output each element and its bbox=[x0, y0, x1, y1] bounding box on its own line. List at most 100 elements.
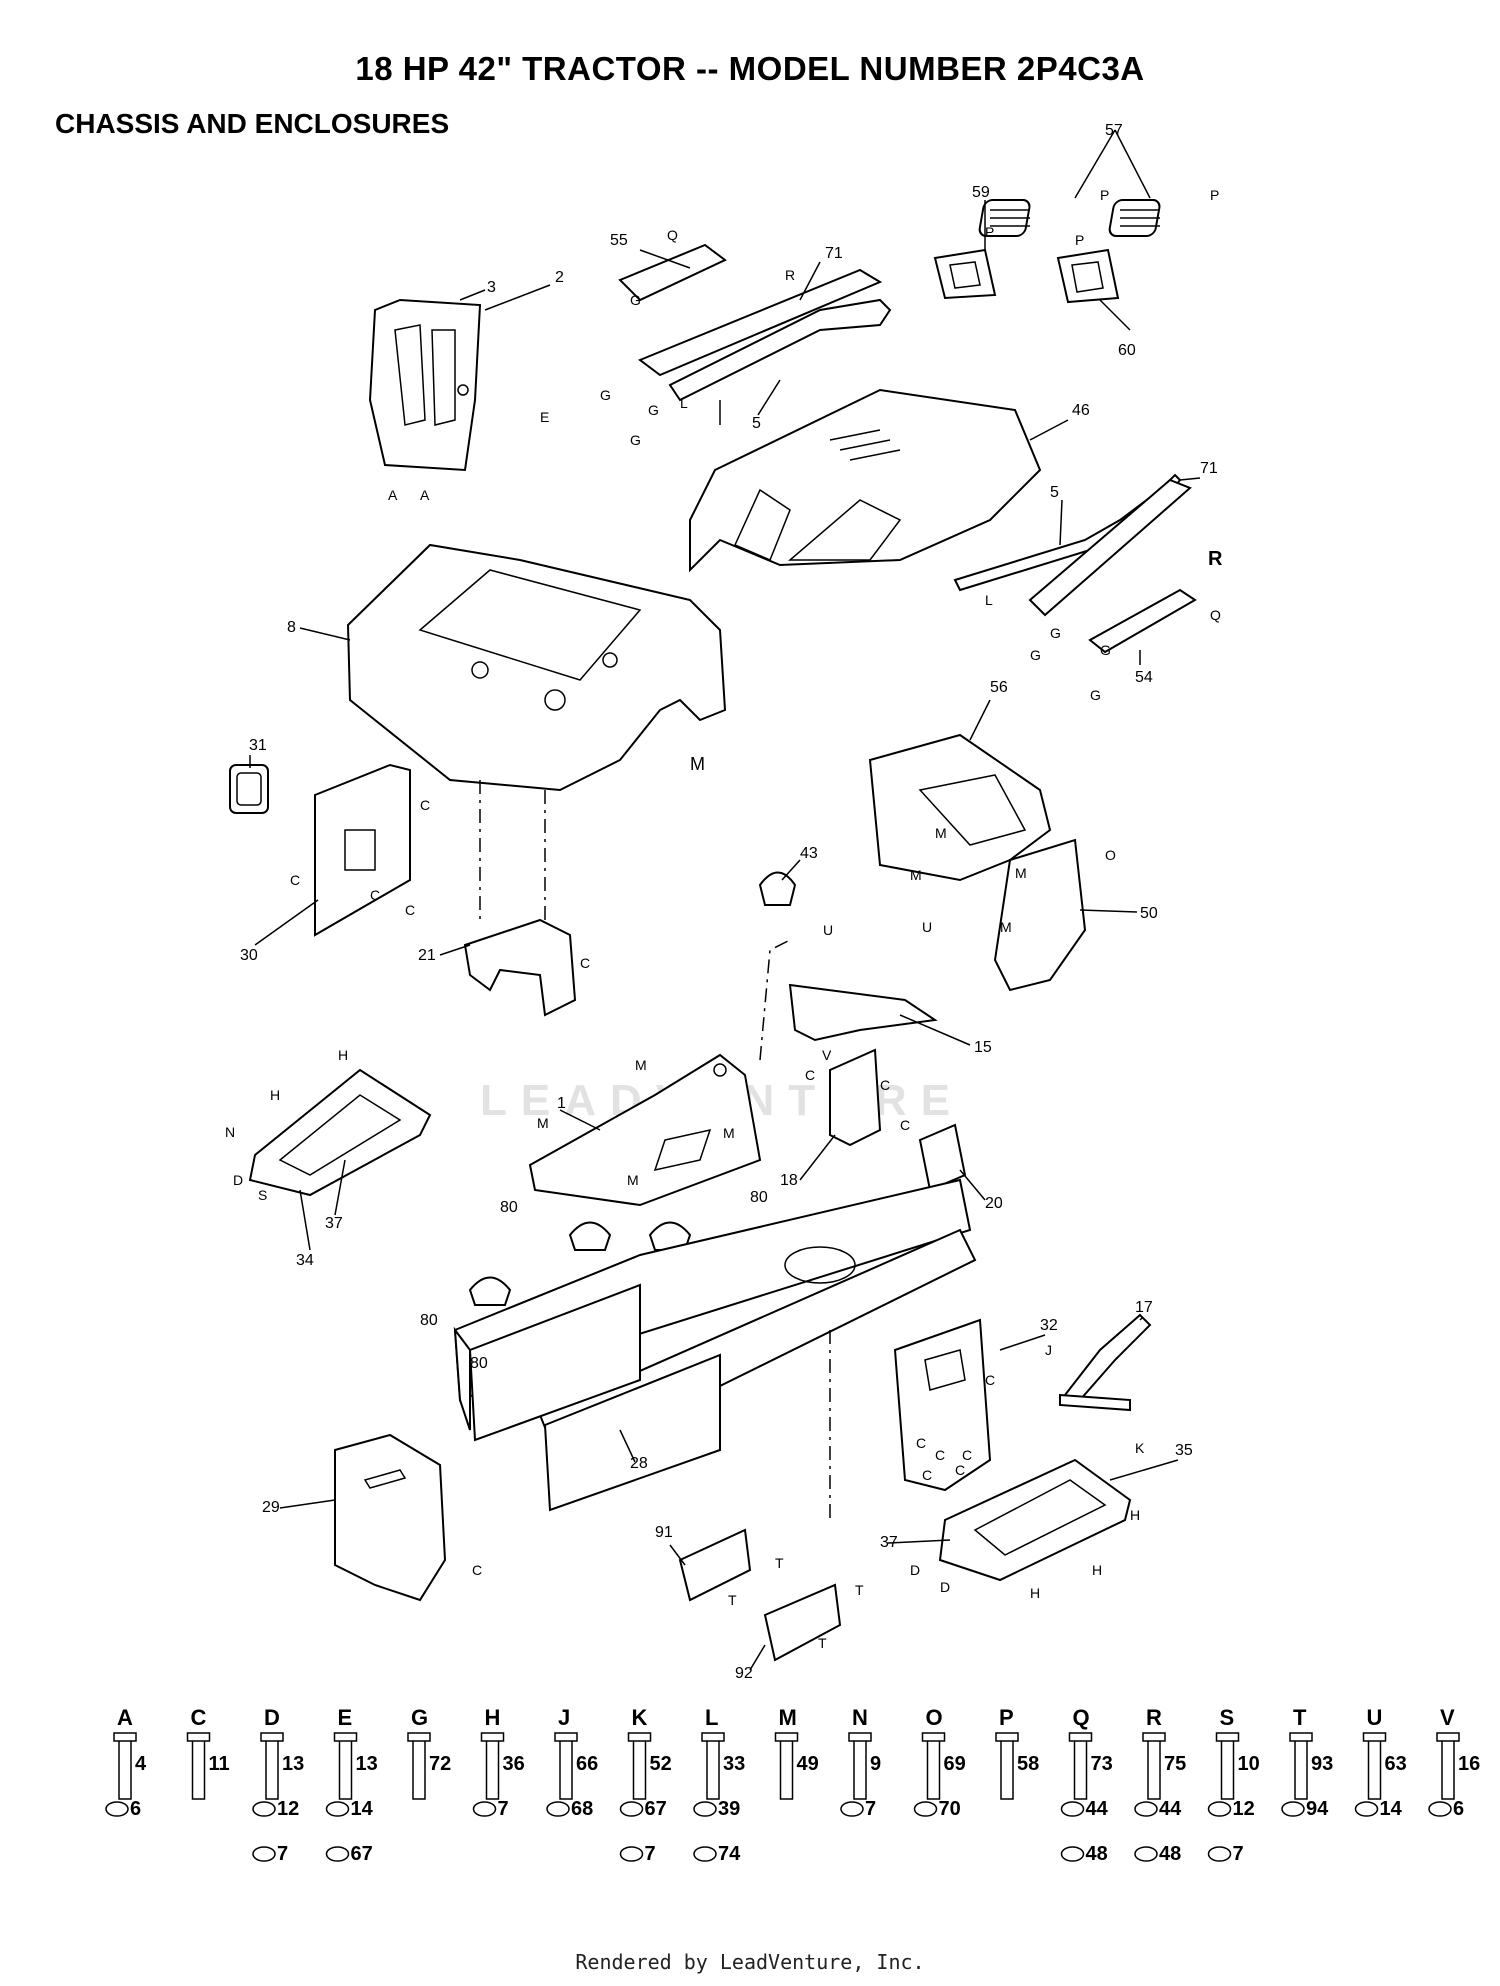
callout-labels: 57 59 60 55 71 5 3 2 46 71 5 54 8 31 56 … bbox=[240, 122, 1218, 1682]
washer-nut-icon bbox=[1134, 1801, 1158, 1817]
svg-text:G: G bbox=[1100, 642, 1111, 658]
svg-text:C: C bbox=[370, 887, 380, 903]
hardware-part-number: 14 bbox=[351, 1798, 374, 1820]
hardware-part-number: 49 bbox=[797, 1753, 819, 1775]
svg-text:T: T bbox=[855, 1582, 864, 1598]
callout-37-left: 37 bbox=[325, 1215, 343, 1232]
footrest-left-34[interactable] bbox=[248, 1068, 432, 1197]
svg-text:L: L bbox=[680, 395, 688, 411]
seat-lever-17[interactable] bbox=[1059, 1313, 1152, 1412]
bolt-head-icon bbox=[1215, 1732, 1240, 1742]
bolt-head-icon bbox=[774, 1732, 799, 1742]
floor-pan-1[interactable] bbox=[528, 1053, 762, 1207]
rear-shield-29[interactable] bbox=[334, 1433, 447, 1602]
svg-text:C: C bbox=[962, 1447, 972, 1463]
washer-nut-icon bbox=[546, 1801, 570, 1817]
callout-17: 17 bbox=[1135, 1299, 1153, 1316]
washer-nut-icon bbox=[693, 1846, 717, 1862]
section-title: CHASSIS AND ENCLOSURES bbox=[55, 108, 450, 139]
callout-59: 59 bbox=[972, 184, 990, 201]
hardware-part-number: 44 bbox=[1086, 1798, 1109, 1820]
hardware-letter: M bbox=[779, 1705, 797, 1730]
svg-text:H: H bbox=[1030, 1585, 1040, 1601]
svg-text:C: C bbox=[580, 955, 590, 971]
rail-assembly-right[interactable] bbox=[953, 473, 1197, 654]
steering-support-21[interactable] bbox=[463, 918, 577, 1017]
svg-text:H: H bbox=[1130, 1507, 1140, 1523]
washer-nut-icon bbox=[1428, 1801, 1452, 1817]
svg-text:G: G bbox=[630, 292, 641, 308]
pedal-pad-right[interactable] bbox=[1108, 199, 1161, 237]
bracket-15[interactable] bbox=[759, 939, 938, 1061]
svg-text:C: C bbox=[955, 1462, 965, 1478]
hardware-letter: A bbox=[117, 1705, 133, 1730]
dash-panel-8[interactable] bbox=[346, 543, 727, 930]
svg-text:M: M bbox=[690, 754, 705, 774]
grommet-31[interactable] bbox=[229, 764, 269, 814]
rail-assembly-upper[interactable] bbox=[618, 243, 892, 425]
svg-text:O: O bbox=[1105, 847, 1116, 863]
hood-46[interactable] bbox=[689, 388, 1042, 573]
hardware-letter: K bbox=[632, 1705, 648, 1730]
callout-35: 35 bbox=[1175, 1442, 1193, 1459]
bolt-icon bbox=[338, 1736, 353, 1800]
pedal-cover-60[interactable] bbox=[1056, 248, 1120, 304]
bracket-92[interactable] bbox=[763, 1583, 842, 1662]
hardware-part-number: 58 bbox=[1017, 1753, 1039, 1775]
bolt-icon bbox=[1441, 1736, 1455, 1800]
hardware-part-number: 63 bbox=[1385, 1753, 1407, 1775]
bolt-head-icon bbox=[186, 1732, 211, 1742]
washer-nut-icon bbox=[1060, 1801, 1085, 1817]
washer-nut-icon bbox=[840, 1801, 864, 1817]
washer-nut-icon bbox=[693, 1801, 717, 1817]
washer-nut-icon bbox=[913, 1801, 938, 1817]
svg-text:C: C bbox=[472, 1562, 482, 1578]
bolt-head-icon bbox=[1289, 1732, 1313, 1742]
hardware-letter: O bbox=[926, 1705, 943, 1730]
hardware-part-number: 44 bbox=[1159, 1798, 1182, 1820]
callout-55: 55 bbox=[610, 232, 628, 249]
bolt-head-icon bbox=[848, 1732, 872, 1742]
svg-text:H: H bbox=[1092, 1562, 1102, 1578]
hardware-part-number: 7 bbox=[865, 1798, 876, 1820]
footrest-right-35[interactable] bbox=[938, 1458, 1132, 1582]
washer-nut-icon bbox=[325, 1846, 350, 1862]
side-plate-32[interactable] bbox=[893, 1318, 992, 1492]
callout-2: 2 bbox=[555, 269, 564, 286]
side-panel-30[interactable] bbox=[314, 763, 411, 937]
svg-text:M: M bbox=[723, 1125, 735, 1141]
front-grille-bracket[interactable] bbox=[368, 298, 482, 472]
main-frame-28[interactable] bbox=[453, 1178, 977, 1520]
bolt-head-icon bbox=[333, 1732, 358, 1742]
pedal-cover-59[interactable] bbox=[933, 248, 997, 300]
hardware-letter: S bbox=[1220, 1705, 1235, 1730]
bracket-91[interactable] bbox=[678, 1528, 752, 1602]
callout-32: 32 bbox=[1040, 1317, 1058, 1334]
callout-71-top: 71 bbox=[825, 245, 843, 262]
bumper-43[interactable] bbox=[758, 871, 797, 906]
washer-nut-icon bbox=[472, 1801, 497, 1817]
svg-text:S: S bbox=[258, 1187, 267, 1203]
pedal-pad-left[interactable] bbox=[978, 199, 1031, 237]
side-shield-50[interactable] bbox=[993, 838, 1087, 992]
svg-text:C: C bbox=[405, 902, 415, 918]
svg-text:D: D bbox=[233, 1172, 243, 1188]
svg-text:G: G bbox=[1090, 687, 1101, 703]
callout-46: 46 bbox=[1072, 402, 1090, 419]
hardware-part-number: 9 bbox=[870, 1753, 881, 1775]
svg-text:R: R bbox=[785, 267, 795, 283]
hardware-part-number: 66 bbox=[576, 1753, 598, 1775]
mount-clip-80a[interactable] bbox=[568, 1221, 612, 1251]
bolt-head-icon bbox=[480, 1732, 505, 1742]
mount-clip-80c[interactable] bbox=[468, 1276, 512, 1306]
side-shield-56[interactable] bbox=[868, 733, 1052, 882]
bolt-icon bbox=[1147, 1736, 1161, 1800]
callout-34: 34 bbox=[296, 1252, 314, 1269]
bracket-18[interactable] bbox=[829, 1048, 882, 1147]
hardware-part-number: 7 bbox=[645, 1843, 656, 1865]
washer-nut-icon bbox=[1281, 1801, 1305, 1817]
